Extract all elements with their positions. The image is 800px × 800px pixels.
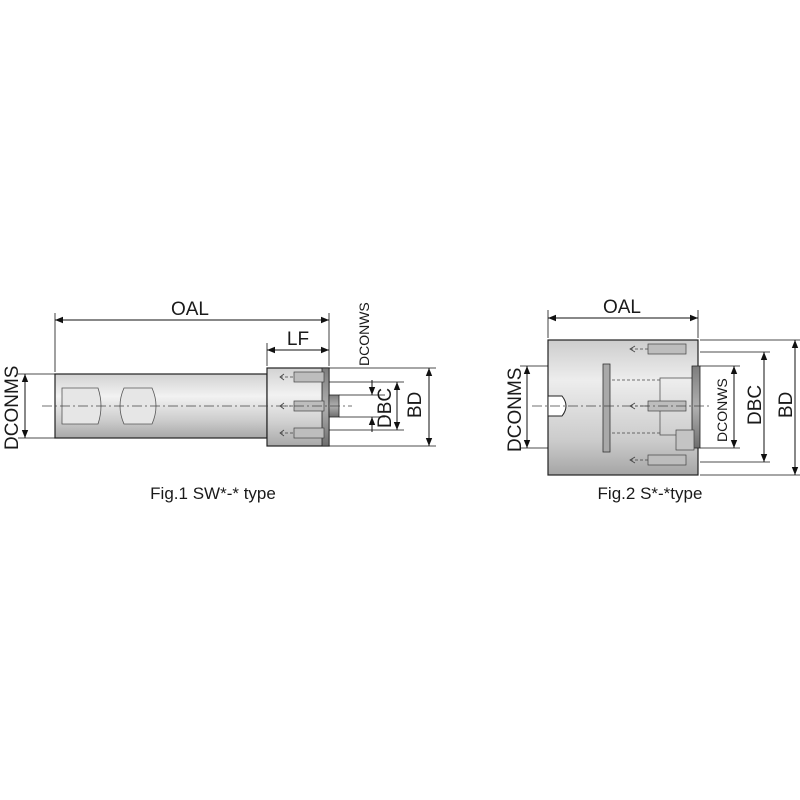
fig2-dconms-label: DCONMS	[505, 368, 526, 452]
fig2-oal-label: OAL	[603, 297, 641, 318]
fig1-caption: Fig.1 SW*-* type	[150, 484, 276, 503]
fig1-bd-label: BD	[405, 392, 426, 418]
fig1-screw	[279, 427, 325, 439]
fig2-dbc-label: DBC	[745, 385, 766, 425]
fig1-screw	[279, 371, 325, 383]
fig2-drawing: OAL DCONMS DCONWS DBC BD Fig.2 S*-*type	[505, 297, 800, 503]
fig2-bd-label: BD	[776, 392, 797, 418]
fig1-dconws-label: DCONWS	[356, 302, 372, 366]
fig2-face	[691, 365, 701, 449]
fig2-cross-pin	[602, 363, 611, 453]
fig1-lf-label: LF	[287, 329, 309, 350]
fig1-dbc-label: DBC	[375, 388, 396, 428]
fig2-dconws-label: DCONWS	[714, 378, 730, 442]
fig2-screw	[629, 454, 687, 466]
fig2-screw	[675, 429, 695, 451]
fig2-screw	[629, 343, 687, 355]
fig1-oal-label: OAL	[171, 299, 209, 320]
fig2-caption: Fig.2 S*-*type	[598, 484, 703, 503]
fig1-dconms-label: DCONMS	[2, 366, 23, 450]
fig1-drawing: OAL LF DCONWS DBC BD DCONMS Fig.1 SW*-* …	[2, 299, 436, 503]
